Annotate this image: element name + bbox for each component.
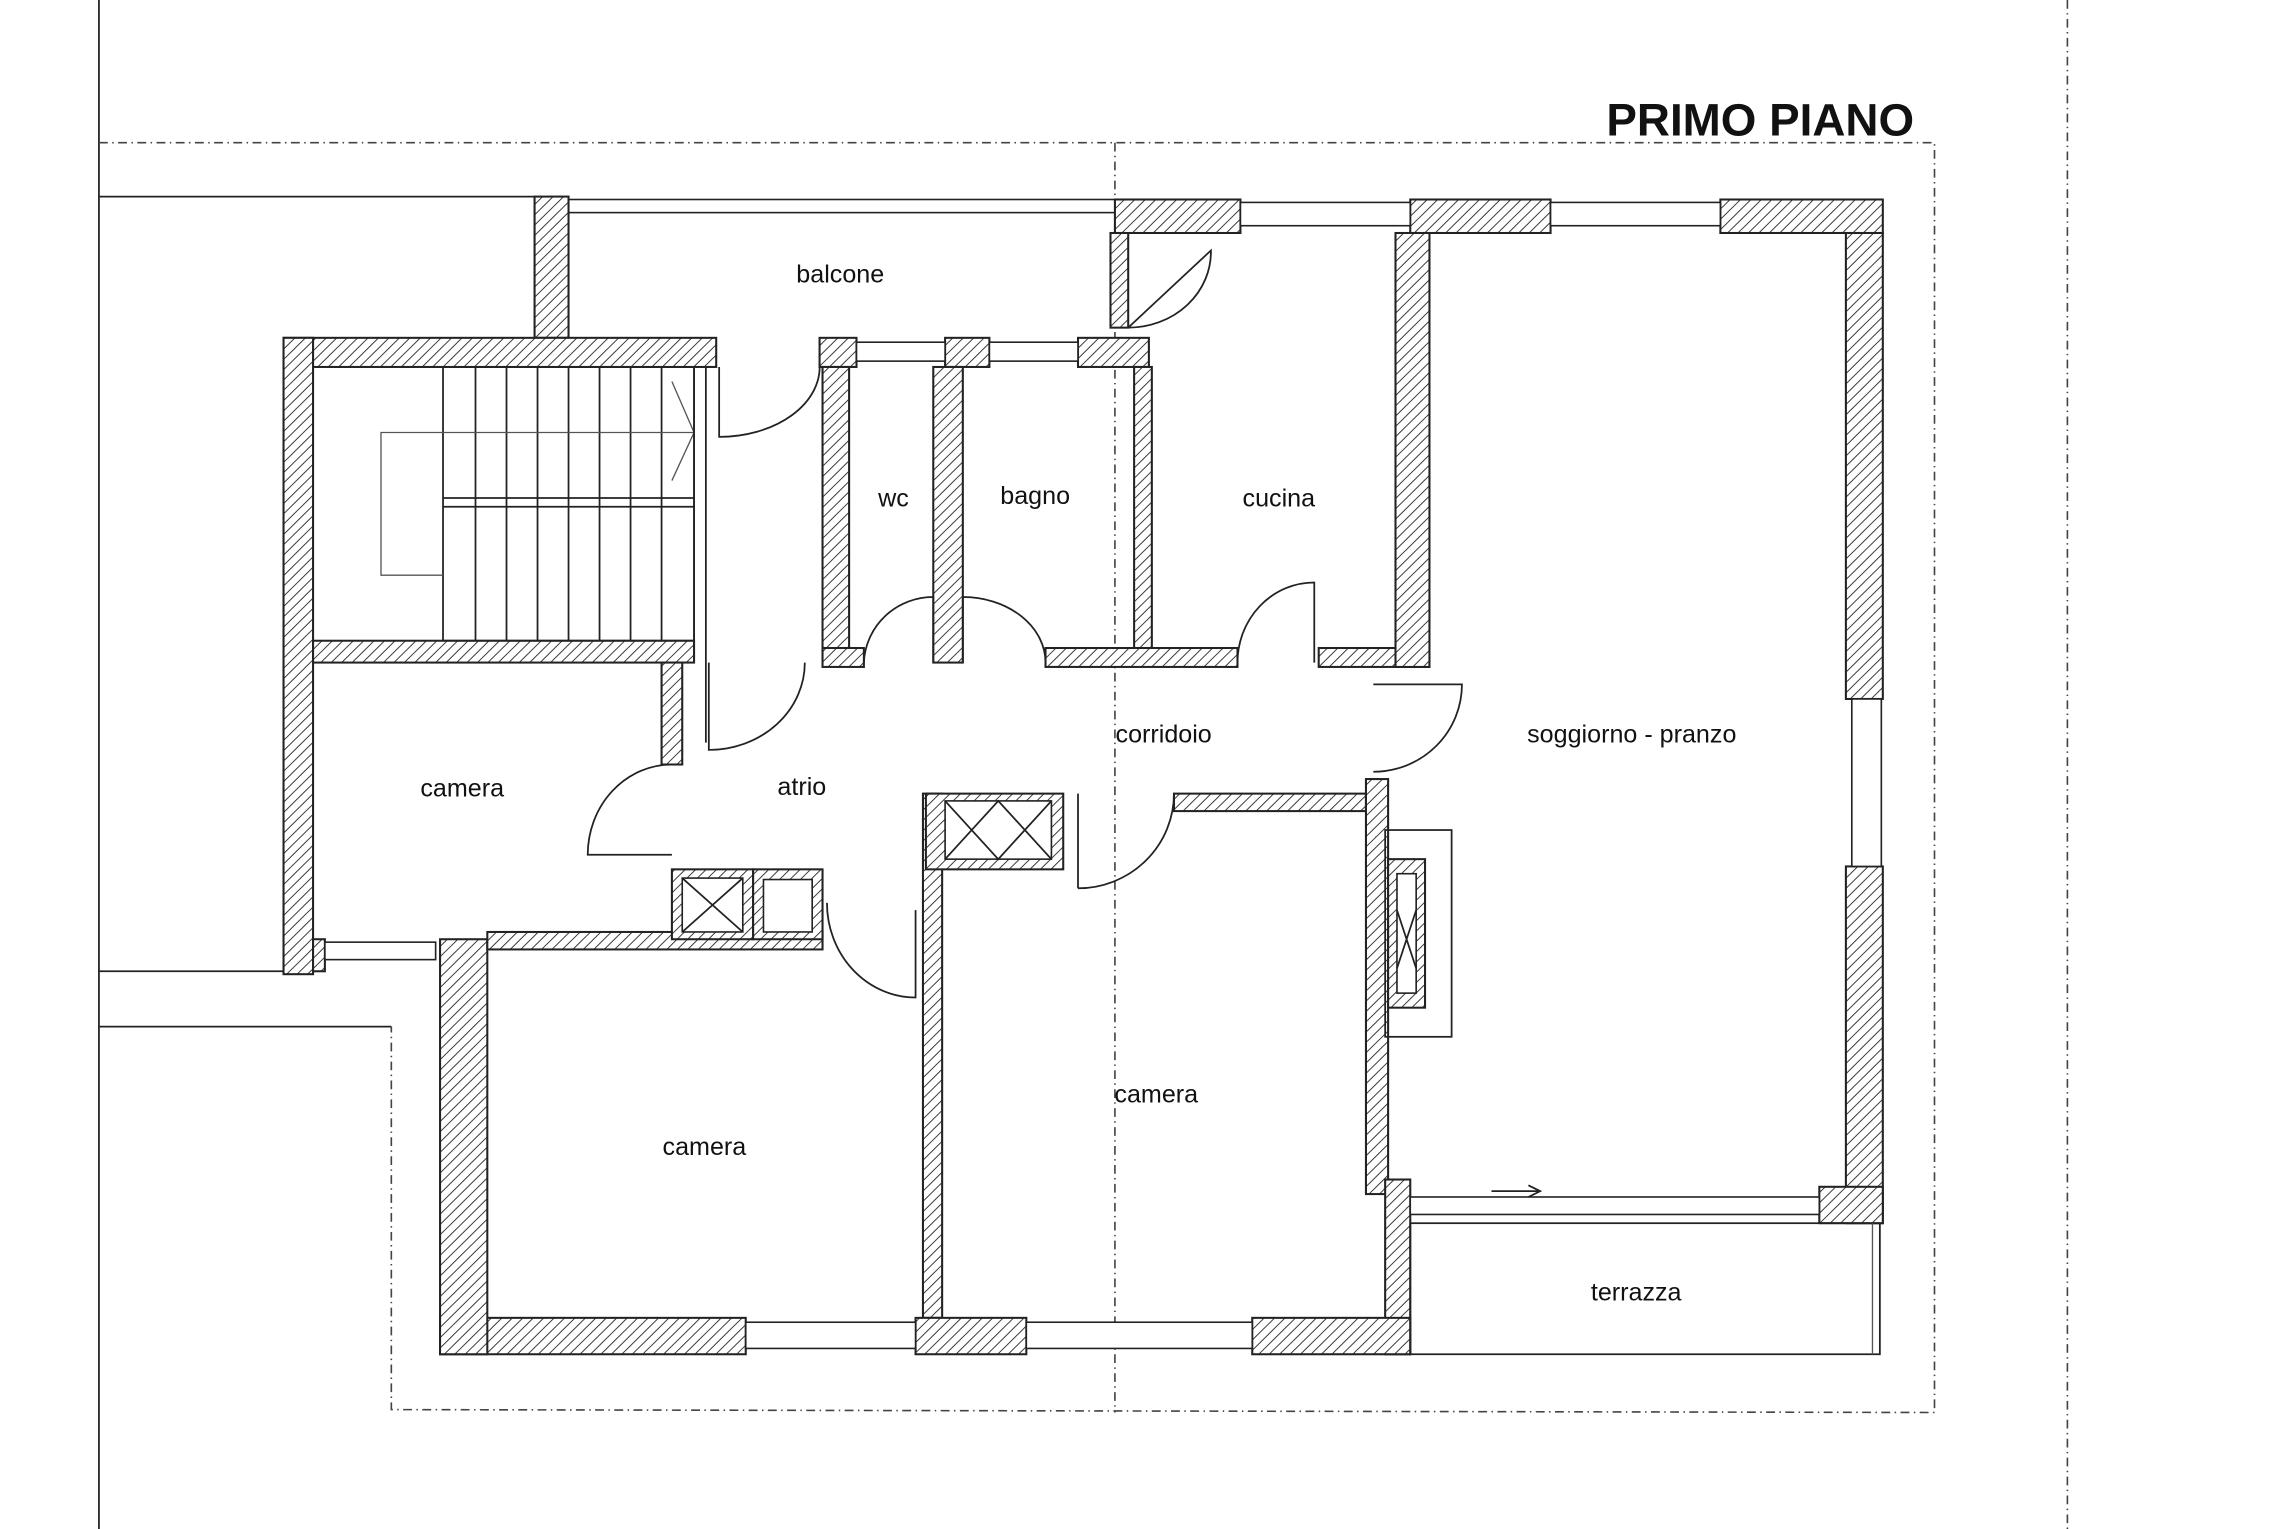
room-label-corridoio: corridoio	[1116, 721, 1212, 749]
balcony-railing	[567, 198, 1116, 214]
shaft-cross	[944, 799, 1053, 861]
wall-segment	[312, 938, 326, 973]
room-label-camera-bottom-left: camera	[663, 1133, 747, 1161]
walls	[282, 195, 1884, 1356]
door-swing	[1078, 793, 1175, 890]
wall-segment	[944, 336, 991, 368]
door-swing	[961, 596, 1047, 663]
lot-boundaries	[98, 141, 1936, 1414]
wall-segment	[1818, 1185, 1884, 1225]
window	[1025, 1321, 1254, 1350]
wall-segment	[818, 336, 858, 368]
wall-segment	[1133, 365, 1153, 650]
wall-segment	[282, 336, 315, 976]
balcony-railing-bar	[567, 198, 1116, 214]
room-label-soggiorno-pranzo: soggiorno - pranzo	[1527, 721, 1736, 749]
wall-segment	[1113, 198, 1242, 235]
wall-segment	[932, 365, 964, 664]
terrace-railing	[1409, 1222, 1881, 1356]
room-label-camera-left: camera	[420, 775, 504, 803]
window	[1549, 201, 1722, 227]
wall-segment	[282, 336, 718, 368]
door-swing	[718, 363, 821, 438]
wall-segment	[1251, 1316, 1412, 1356]
chimney-inner	[1396, 872, 1417, 994]
wall-segment	[1409, 198, 1552, 235]
window	[988, 341, 1079, 362]
room-label-wc: wc	[877, 485, 909, 513]
room-label-bagno: bagno	[1000, 482, 1070, 510]
window	[855, 341, 946, 362]
window	[1850, 698, 1883, 868]
room-label-camera-center: camera	[1114, 1080, 1198, 1108]
shaft-right-inner	[762, 878, 814, 933]
wall-segment	[1172, 792, 1367, 813]
sliding-arrow	[1491, 1184, 1543, 1198]
stair-arrow	[671, 381, 695, 481]
wall-segment	[1844, 865, 1884, 1225]
window	[744, 1321, 917, 1350]
door-swing	[1373, 683, 1463, 773]
wall-segment	[1844, 231, 1884, 700]
wall-segment	[1076, 336, 1150, 368]
chimney-outline	[1384, 829, 1453, 1038]
wall-segment	[821, 365, 851, 664]
windows	[324, 201, 1883, 1350]
wall-segment	[439, 1316, 747, 1356]
arrow-head	[1528, 1184, 1543, 1198]
window	[324, 941, 437, 961]
shaft-cross	[681, 877, 744, 933]
wall-segment	[921, 792, 944, 1319]
doors	[586, 248, 1463, 999]
staircase	[380, 366, 707, 743]
room-label-atrio: atrio	[777, 773, 826, 801]
door-swing	[707, 662, 806, 751]
window	[1239, 201, 1412, 227]
wall-segment	[1394, 231, 1431, 668]
door-swing	[826, 902, 917, 999]
door-swing	[862, 596, 935, 663]
wall-segment	[1109, 231, 1130, 329]
window	[1409, 1196, 1821, 1216]
shafts	[670, 792, 1453, 1038]
wall-segment	[914, 1316, 1028, 1356]
door-swing	[586, 763, 672, 856]
door-swing	[1127, 248, 1212, 329]
door-swing	[1236, 581, 1316, 663]
wall-segment	[533, 195, 570, 339]
chimney-cross	[1396, 909, 1418, 969]
lot-outline	[98, 141, 1936, 1414]
wall-segment	[821, 646, 865, 668]
plan-title: PRIMO PIANO	[1606, 95, 1914, 146]
room-label-terrazza: terrazza	[1591, 1279, 1682, 1307]
wall-segment	[312, 639, 696, 664]
wall-segment	[660, 661, 684, 766]
room-label-cucina: cucina	[1243, 485, 1316, 513]
stair-direction-line	[380, 431, 695, 576]
room-labels: balcone wc bagno cucina corridoio soggio…	[420, 261, 1736, 1307]
wall-segment	[439, 938, 489, 1356]
shaft-top-inner	[944, 800, 1053, 860]
wall-segment	[1044, 646, 1239, 668]
room-label-balcone: balcone	[796, 261, 884, 289]
sheet-borders	[98, 0, 2069, 1529]
wall-segment	[1719, 198, 1884, 235]
